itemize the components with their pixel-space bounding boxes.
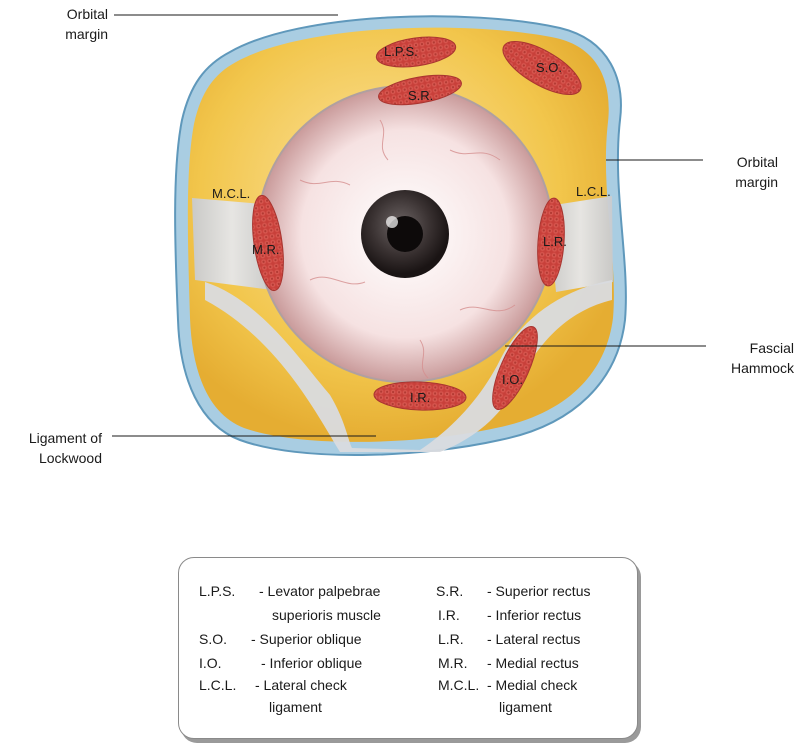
fascial-hammock-callout: Fascial Hammock [714, 338, 794, 378]
legend-mcl-desc: - Medial check [487, 676, 577, 694]
orbital-margin-right-line2: margin [708, 172, 778, 192]
abbreviation-legend: L.P.S. - Levator palpebrae superioris mu… [178, 557, 638, 739]
legend-io-abbr: I.O. [199, 654, 222, 672]
legend-lps-desc2: superioris muscle [272, 606, 381, 624]
legend-lps-abbr: L.P.S. [199, 582, 235, 600]
orbital-margin-left-line2: margin [36, 24, 108, 44]
legend-sr-abbr: S.R. [436, 582, 463, 600]
fascial-hammock-line1: Fascial [714, 338, 794, 358]
lps-label: L.P.S. [384, 44, 418, 59]
mcl-label: M.C.L. [212, 186, 250, 201]
orbital-margin-right-callout: Orbital margin [708, 152, 778, 192]
legend-lr-desc: - Lateral rectus [487, 630, 580, 648]
orbital-margin-right-line1: Orbital [708, 152, 778, 172]
legend-io-desc: - Inferior oblique [261, 654, 362, 672]
legend-mr-desc: - Medial rectus [487, 654, 579, 672]
legend-mcl-desc2: ligament [499, 698, 552, 716]
legend-lcl-desc: - Lateral check [255, 676, 347, 694]
legend-lps-desc: - Levator palpebrae [259, 582, 380, 600]
orbital-margin-left-line1: Orbital [36, 4, 108, 24]
legend-mr-abbr: M.R. [438, 654, 468, 672]
ligament-of-lockwood-line1: Ligament of [6, 428, 102, 448]
legend-lcl-abbr: L.C.L. [199, 676, 236, 694]
ligament-of-lockwood-line2: Lockwood [6, 448, 102, 468]
ligament-of-lockwood-callout: Ligament of Lockwood [6, 428, 102, 468]
legend-ir-desc: - Inferior rectus [487, 606, 581, 624]
legend-so-abbr: S.O. [199, 630, 227, 648]
lr-label: L.R. [543, 234, 567, 249]
legend-sr-desc: - Superior rectus [487, 582, 590, 600]
legend-lr-abbr: L.R. [438, 630, 464, 648]
orbital-margin-left-callout: Orbital margin [36, 4, 108, 44]
legend-ir-abbr: I.R. [438, 606, 460, 624]
legend-lcl-desc2: ligament [269, 698, 322, 716]
corneal-highlight [386, 216, 398, 228]
io-label: I.O. [502, 372, 523, 387]
fascial-hammock-line2: Hammock [714, 358, 794, 378]
sr-label: S.R. [408, 88, 433, 103]
ir-label: I.R. [410, 390, 430, 405]
lcl-label: L.C.L. [576, 184, 611, 199]
mr-label: M.R. [252, 242, 279, 257]
legend-so-desc: - Superior oblique [251, 630, 362, 648]
so-label: S.O. [536, 60, 562, 75]
legend-mcl-abbr: M.C.L. [438, 676, 479, 694]
